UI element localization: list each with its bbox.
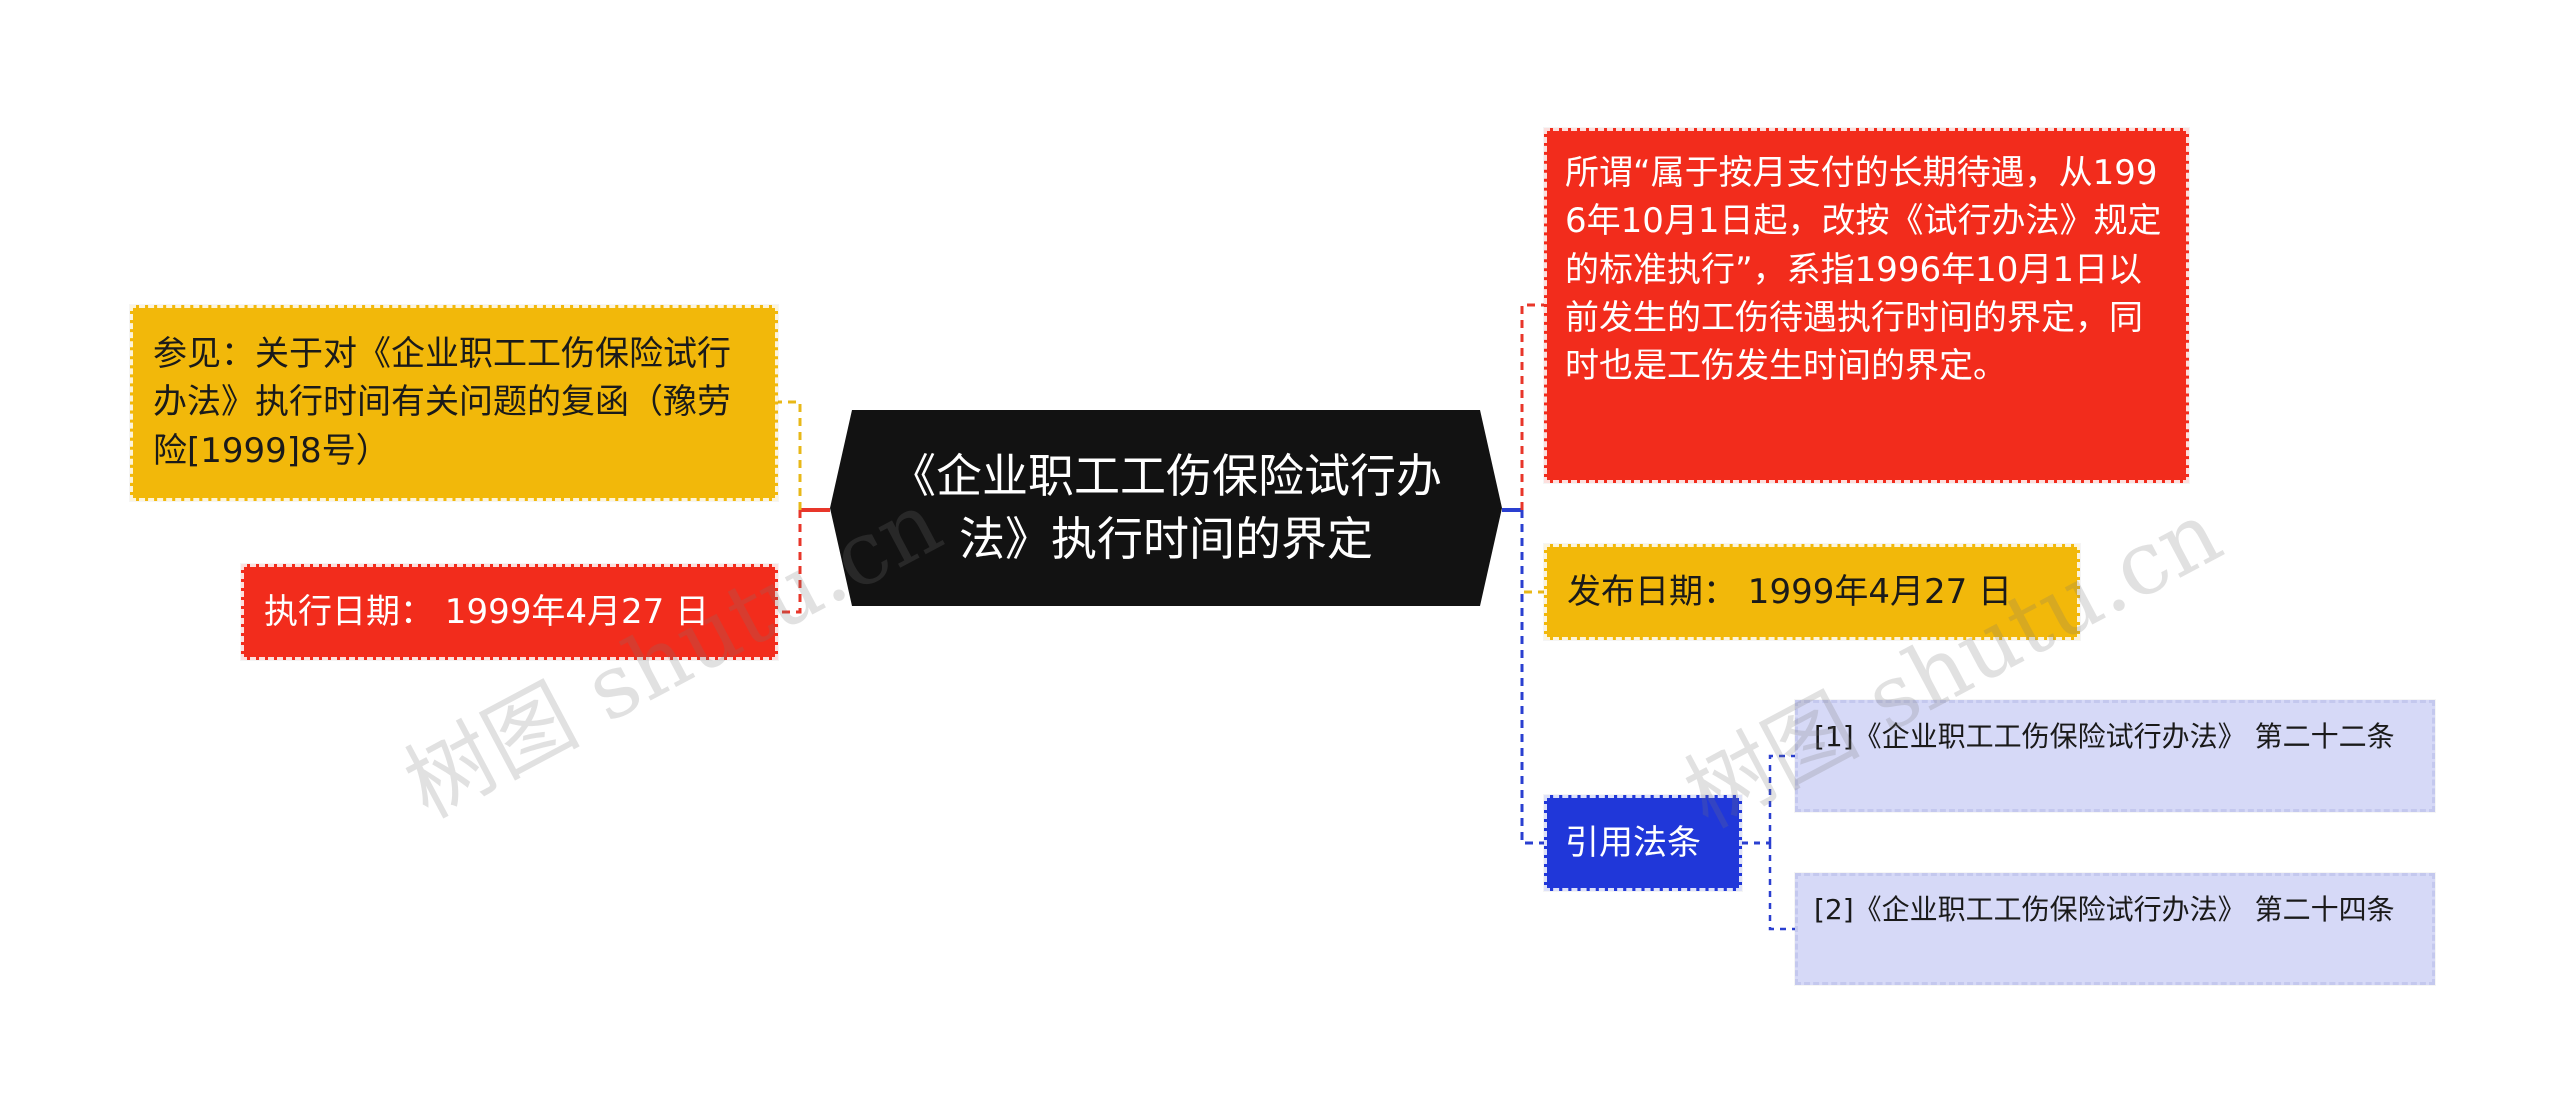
definition-note-text: 所谓“属于按月支付的长期待遇，从1996年10月1日起，改按《试行办法》规定的标… — [1565, 153, 2162, 387]
reference-text: 参见：关于对《企业职工工伤保险试行办法》执行时间有关问题的复函（豫劳险[1999… — [153, 334, 731, 471]
effective-date-node[interactable]: 执行日期： 1999年4月27 日 — [241, 564, 778, 660]
link-to-note — [1520, 303, 1544, 510]
cited-article-2-text: [2]《企业职工工伤保险试行办法》 第二十四条 — [1814, 893, 2395, 926]
cited-laws-node[interactable]: 引用法条 — [1544, 795, 1742, 891]
link-to-article-1 — [1768, 754, 1795, 843]
cited-article-2-node[interactable]: [2]《企业职工工伤保险试行办法》 第二十四条 — [1795, 873, 2435, 985]
root-topic[interactable]: 《企业职工工伤保险试行办法》执行时间的界定 — [830, 410, 1502, 606]
reference-node[interactable]: 参见：关于对《企业职工工伤保险试行办法》执行时间有关问题的复函（豫劳险[1999… — [130, 305, 778, 501]
definition-note-node[interactable]: 所谓“属于按月支付的长期待遇，从1996年10月1日起，改按《试行办法》规定的标… — [1544, 128, 2189, 483]
cited-article-1-node[interactable]: [1]《企业职工工伤保险试行办法》 第二十二条 — [1795, 700, 2435, 812]
link-to-exec-date — [778, 510, 802, 614]
cited-article-1-text: [1]《企业职工工伤保险试行办法》 第二十二条 — [1814, 720, 2395, 753]
link-to-cited-laws — [1520, 510, 1544, 845]
publish-date-node[interactable]: 发布日期： 1999年4月27 日 — [1544, 544, 2080, 640]
root-topic-label: 《企业职工工伤保险试行办法》执行时间的界定 — [890, 448, 1442, 566]
publish-date-text: 发布日期： 1999年4月27 日 — [1567, 571, 2013, 612]
link-to-pub-date — [1520, 510, 1544, 594]
cited-laws-label: 引用法条 — [1565, 822, 1701, 863]
link-to-reference — [778, 400, 802, 510]
link-to-article-2 — [1768, 843, 1795, 931]
effective-date-text: 执行日期： 1999年4月27 日 — [264, 591, 710, 632]
